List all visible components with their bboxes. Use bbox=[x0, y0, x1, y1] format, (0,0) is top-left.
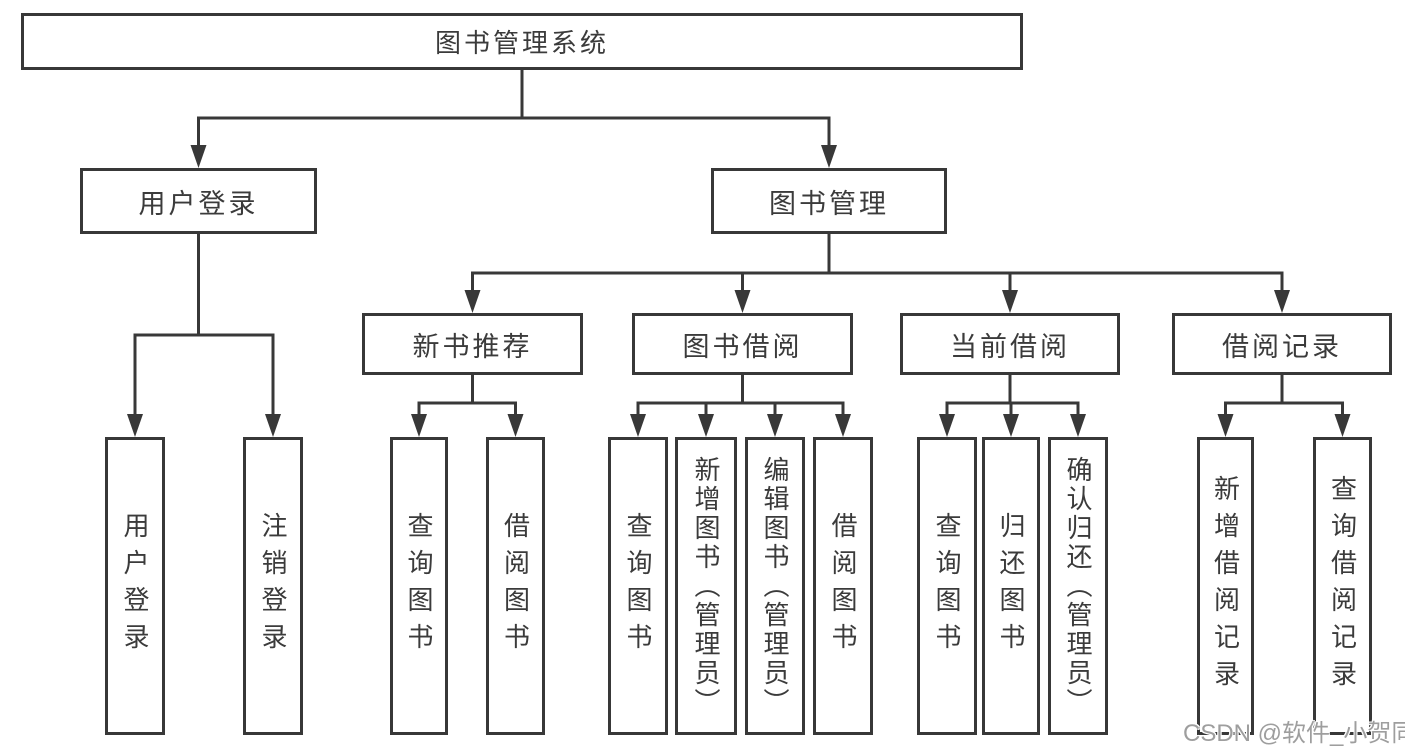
leaf-query-books-recommend: 查询图书 bbox=[390, 437, 448, 735]
leaf-edit-book-admin: 编辑图书（管理员） bbox=[745, 437, 805, 735]
node-borrow-records: 借阅记录 bbox=[1172, 313, 1392, 375]
node-user-login: 用户登录 bbox=[80, 168, 317, 234]
leaf-user-login: 用户登录 bbox=[105, 437, 165, 735]
node-book-management: 图书管理 bbox=[711, 168, 947, 234]
leaf-borrow-books-recommend: 借阅图书 bbox=[486, 437, 545, 735]
node-root: 图书管理系统 bbox=[21, 13, 1023, 70]
csdn-watermark: CSDN @软件_小贺同学 bbox=[1183, 720, 1405, 747]
leaf-add-book-admin: 新增图书（管理员） bbox=[675, 437, 737, 735]
leaf-query-books-borrowing: 查询图书 bbox=[608, 437, 668, 735]
leaf-add-borrow-record: 新增借阅记录 bbox=[1197, 437, 1254, 735]
leaf-return-book: 归还图书 bbox=[982, 437, 1040, 735]
node-new-book-recommend: 新书推荐 bbox=[362, 313, 583, 375]
leaf-query-borrow-record: 查询借阅记录 bbox=[1313, 437, 1372, 735]
leaf-borrow-books-borrowing: 借阅图书 bbox=[813, 437, 873, 735]
leaf-confirm-return-admin: 确认归还（管理员） bbox=[1048, 437, 1108, 735]
node-current-borrowing: 当前借阅 bbox=[900, 313, 1120, 375]
leaf-query-books-current: 查询图书 bbox=[917, 437, 977, 735]
node-book-borrowing: 图书借阅 bbox=[632, 313, 853, 375]
leaf-logout: 注销登录 bbox=[243, 437, 303, 735]
